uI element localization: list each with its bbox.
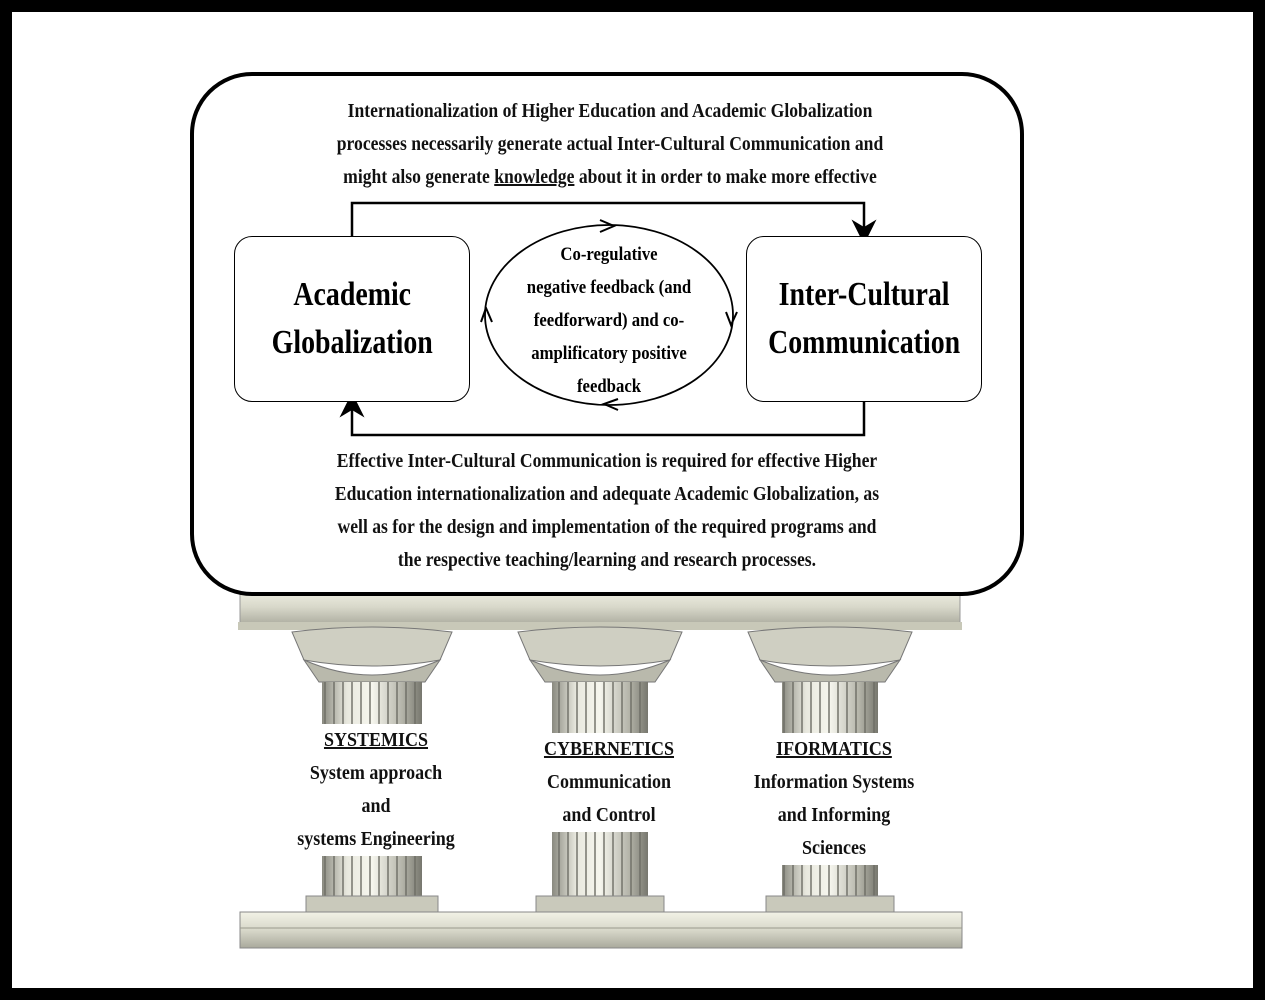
node-label: Inter-Cultural: [778, 276, 950, 313]
ellipse-arrow-top: [599, 219, 617, 233]
pillar-title: IFORMATICS: [776, 738, 892, 760]
pillar-line: and: [361, 795, 391, 817]
feedback-line: Co-regulative: [560, 244, 658, 265]
bottom-paragraph-line: well as for the design and implementatio…: [337, 516, 877, 538]
top-connector-arrow: [350, 201, 877, 245]
pillar-title: CYBERNETICS: [543, 738, 675, 760]
ellipse-arrow-left: [480, 305, 493, 323]
pillar-title: SYSTEMICS: [323, 729, 429, 751]
ellipse-arrow-bottom: [601, 398, 619, 411]
top-paragraph-text: about it in order to make more effective: [574, 166, 877, 188]
bottom-connector-arrow: [339, 392, 866, 437]
feedback-line: feedforward) and co-: [533, 310, 685, 331]
pillar-line: System approach: [309, 762, 443, 784]
pillar-line: Sciences: [802, 837, 866, 859]
node-label: Globalization: [271, 324, 433, 361]
top-paragraph-line: processes necessarily generate actual In…: [336, 133, 884, 155]
top-paragraph: Internationalization of Higher Education…: [284, 95, 935, 194]
knowledge-underlined: knowledge: [494, 166, 575, 188]
academic-globalization-box: Academic Globalization: [234, 236, 470, 402]
bottom-paragraph-line: the respective teaching/learning and res…: [397, 549, 817, 571]
node-label: Communication: [767, 324, 961, 361]
pillar-line: Communication: [546, 771, 672, 793]
bottom-paragraph-line: Effective Inter-Cultural Communication i…: [336, 450, 878, 472]
top-paragraph-text: might also generate: [343, 166, 495, 188]
informatics-label: IFORMATICS Information Systems and Infor…: [740, 733, 928, 865]
top-paragraph-line: Internationalization of Higher Education…: [347, 100, 873, 122]
pillar-line: Information Systems: [753, 771, 915, 793]
feedback-line: amplificatory positive: [531, 343, 687, 364]
feedback-line: feedback: [576, 376, 642, 397]
feedback-ellipse: [484, 224, 734, 406]
pillar-line: and Informing: [777, 804, 891, 826]
cybernetics-label: CYBERNETICS Communication and Control: [515, 733, 703, 832]
inter-cultural-communication-box: Inter-Cultural Communication: [746, 236, 982, 402]
temple-base: [239, 911, 963, 949]
top-paragraph-line: might also generate knowledge about it i…: [284, 161, 935, 194]
ellipse-arrow-right: [725, 311, 738, 328]
node-label: Academic: [293, 276, 411, 313]
feedback-line: negative feedback (and: [526, 277, 692, 298]
pillar-line: and Control: [562, 804, 656, 826]
systemics-label: SYSTEMICS System approach and systems En…: [282, 724, 470, 856]
bottom-paragraph: Effective Inter-Cultural Communication i…: [277, 445, 937, 577]
pillar-line: systems Engineering: [297, 828, 455, 850]
feedback-text: Co-regulative negative feedback (and fee…: [511, 238, 706, 403]
bottom-paragraph-line: Education internationalization and adequ…: [334, 483, 880, 505]
